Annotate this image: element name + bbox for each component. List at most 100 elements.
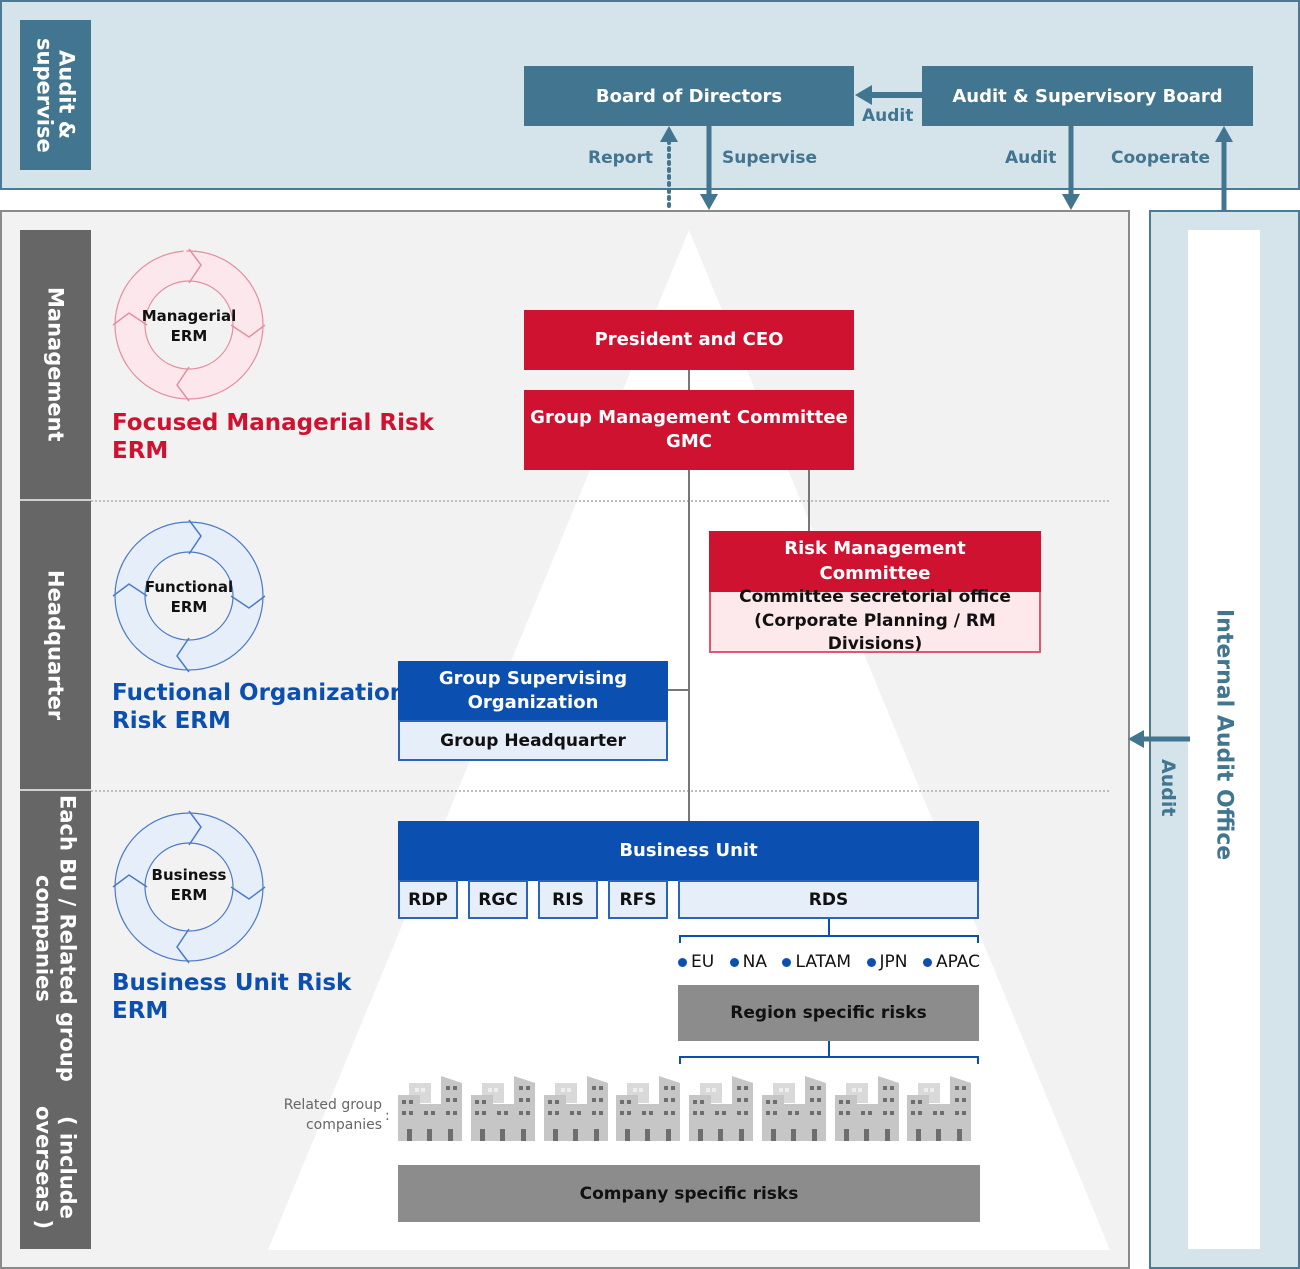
president-ceo-label: President and CEO bbox=[594, 328, 784, 350]
tier-divider-2 bbox=[91, 790, 1109, 792]
management-text: Management bbox=[43, 287, 68, 442]
sub-unit-ris: RIS bbox=[538, 880, 598, 919]
building-icon bbox=[543, 1076, 608, 1141]
managerial-cycle-line2: ERM bbox=[170, 327, 208, 346]
supervise-label: Supervise bbox=[722, 148, 817, 168]
supervise-arrowhead bbox=[700, 194, 718, 210]
building-icon bbox=[398, 1076, 462, 1141]
report-arrowhead bbox=[660, 126, 678, 142]
audit-supervise-text: Audit & supervise bbox=[32, 37, 79, 153]
business-title-line1: Business Unit Risk bbox=[112, 970, 352, 996]
region-eu: EU bbox=[678, 952, 714, 972]
report-label: Report bbox=[588, 148, 653, 168]
company-risks-label: Company specific risks bbox=[579, 1183, 799, 1204]
audit-label: Audit bbox=[1005, 148, 1057, 168]
bu-tier-text-line1: Each BU / Related group companies bbox=[31, 794, 80, 1082]
building-icon bbox=[907, 1076, 972, 1141]
sub-unit-rdp: RDP bbox=[398, 880, 458, 919]
management-tier-label: Management bbox=[20, 230, 91, 499]
building-icon bbox=[689, 1076, 753, 1141]
business-cycle-line2: ERM bbox=[170, 886, 208, 905]
internal-audit-arrowhead bbox=[1128, 730, 1144, 748]
region-jpn: JPN bbox=[866, 952, 907, 972]
secretariat-label-line1: Committee secretorial office bbox=[739, 586, 1011, 607]
bullet-icon bbox=[729, 957, 739, 967]
building-icon bbox=[834, 1076, 899, 1141]
bullet-icon bbox=[678, 957, 687, 967]
rmc-label-line1: Risk Management bbox=[784, 538, 966, 560]
related-label-line1: Related group bbox=[283, 1097, 382, 1113]
headquarter-text: Headquarter bbox=[43, 569, 68, 721]
region-bracket-left bbox=[679, 1056, 681, 1064]
managerial-erm-cycle-label: Managerial ERM bbox=[112, 306, 266, 347]
business-title-line2: ERM bbox=[112, 997, 169, 1024]
cooperate-label: Cooperate bbox=[1111, 148, 1211, 168]
group-headquarter-label: Group Headquarter bbox=[440, 730, 626, 751]
business-unit-tier-label: Each BU / Related group companies ( incl… bbox=[20, 791, 91, 1249]
internal-audit-office-inner bbox=[1188, 230, 1260, 1249]
region-specific-risks-box: Region specific risks bbox=[678, 985, 979, 1041]
region-bracket-stem bbox=[828, 1041, 830, 1057]
internal-audit-text: Internal Audit Office bbox=[1211, 609, 1237, 861]
region-risks-label: Region specific risks bbox=[730, 1003, 927, 1023]
building-icon bbox=[616, 1076, 681, 1141]
governance-arrows bbox=[660, 85, 1233, 228]
region-latam: LATAM bbox=[782, 952, 851, 972]
region-bracket-bar bbox=[679, 1056, 979, 1058]
sub-unit-label: RDS bbox=[808, 889, 849, 910]
region-bracket-right bbox=[977, 1056, 979, 1064]
sub-unit-rds: RDS bbox=[678, 880, 979, 919]
sub-unit-label: RDP bbox=[408, 889, 448, 910]
business-erm-cycle-label: Business ERM bbox=[112, 865, 266, 906]
colon: : bbox=[385, 1108, 390, 1124]
functional-erm-title: Fuctional Organization Risk ERM bbox=[112, 680, 406, 735]
sub-unit-label: RGC bbox=[478, 889, 518, 910]
company-specific-risks-box: Company specific risks bbox=[398, 1165, 980, 1222]
region-label: EU bbox=[691, 952, 715, 972]
risk-management-committee-box: Risk Management Committee bbox=[709, 531, 1041, 592]
internal-audit-audit-label: Audit bbox=[1150, 748, 1186, 828]
cooperate-arrowhead-up bbox=[1215, 126, 1233, 142]
sub-unit-rgc: RGC bbox=[468, 880, 528, 919]
functional-cycle-line1: Functional bbox=[144, 578, 234, 596]
group-headquarter-box: Group Headquarter bbox=[398, 720, 668, 761]
bu-tier-text-line2: ( include overseas ) bbox=[31, 1105, 80, 1229]
business-erm-title: Business Unit Risk ERM bbox=[112, 970, 351, 1025]
rmc-label-line2: Committee bbox=[819, 562, 931, 584]
board-of-directors-label: Board of Directors bbox=[595, 85, 783, 107]
functional-title-line2: Risk ERM bbox=[112, 707, 231, 734]
sub-unit-label: RIS bbox=[552, 889, 584, 910]
rds-bracket-bar bbox=[679, 935, 979, 937]
business-erm-cycle-icon bbox=[112, 810, 266, 964]
building-row bbox=[398, 1076, 980, 1141]
region-apac: APAC bbox=[922, 952, 980, 972]
region-label: NA bbox=[742, 952, 768, 972]
gso-connector-line bbox=[667, 689, 689, 691]
audit-supervisory-board-box: Audit & Supervisory Board bbox=[922, 66, 1253, 126]
functional-title-line1: Fuctional Organization bbox=[112, 680, 407, 706]
sub-unit-rfs: RFS bbox=[608, 880, 668, 919]
internal-audit-arrow bbox=[1128, 730, 1190, 748]
managerial-title-line2: ERM bbox=[112, 437, 169, 464]
region-label: LATAM bbox=[795, 952, 852, 972]
functional-erm-cycle-icon bbox=[112, 519, 266, 673]
board-audit-arrowhead bbox=[855, 85, 872, 105]
gso-label-line2: Organization bbox=[467, 692, 599, 713]
side-divider-1 bbox=[20, 499, 91, 501]
president-ceo-box: President and CEO bbox=[524, 310, 854, 370]
business-unit-box: Business Unit bbox=[398, 821, 979, 881]
building-icon bbox=[470, 1076, 535, 1141]
sub-unit-label: RFS bbox=[619, 889, 657, 910]
rds-bracket-left bbox=[679, 935, 681, 943]
audit-supervise-label: Audit & supervise bbox=[20, 20, 91, 170]
managerial-cycle-line1: Managerial bbox=[141, 307, 237, 325]
related-group-companies-label: Related group companies bbox=[268, 1096, 382, 1135]
gmc-label-line2: GMC bbox=[666, 431, 712, 452]
business-unit-label: Business Unit bbox=[619, 839, 758, 861]
side-divider-2 bbox=[20, 789, 91, 791]
secretariat-label-line2: (Corporate Planning / RM Divisions) bbox=[754, 610, 996, 655]
gmc-box: Group Management Committee GMC bbox=[524, 390, 854, 470]
board-of-directors-box: Board of Directors bbox=[524, 66, 854, 126]
region-na: NA bbox=[729, 952, 768, 972]
internal-audit-office-label: Internal Audit Office bbox=[1188, 600, 1260, 870]
